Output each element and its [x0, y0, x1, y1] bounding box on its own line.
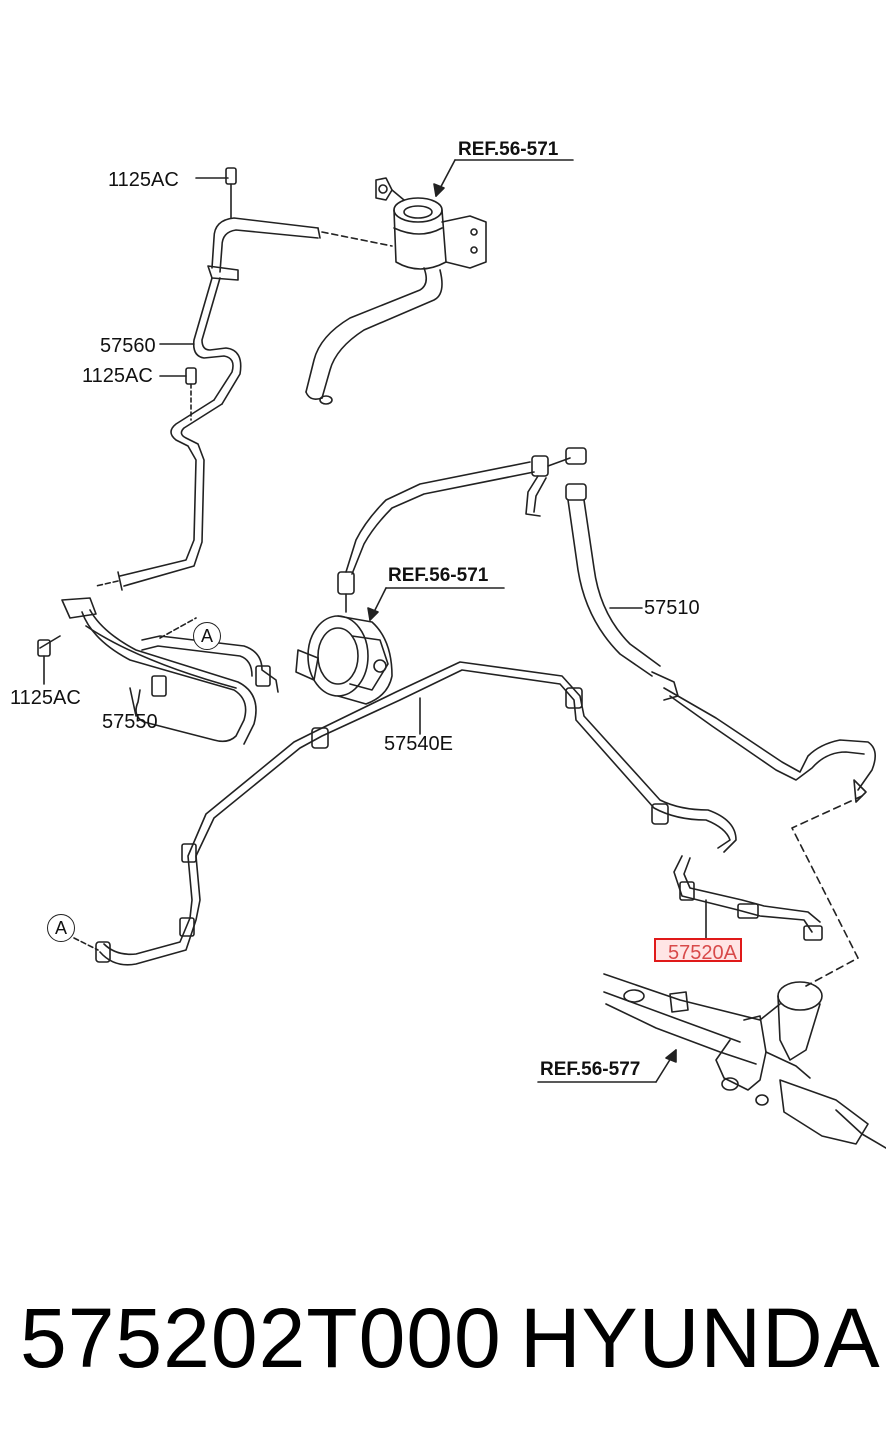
caption-brand: HYUNDAI [520, 1291, 886, 1385]
ref-label-pump: REF.56-571 [388, 565, 489, 586]
marker-a-upper: A [193, 622, 221, 650]
ref-label-gear: REF.56-577 [540, 1059, 641, 1080]
bolt-label-left: 1125AC [10, 687, 81, 709]
ref-label-reservoir: REF.56-571 [458, 139, 559, 160]
ref-leader-gear [537, 1049, 677, 1083]
caption-part-number: 575202T000 [20, 1291, 502, 1385]
pump-drawing [295, 447, 587, 705]
hose-57510-drawing [565, 483, 876, 803]
dashed-connectors [791, 795, 863, 987]
ref-leader-pump [367, 587, 505, 621]
hose-57560-drawing [95, 167, 393, 591]
tube-label-57520a: 57520A [668, 942, 737, 964]
hose-label-57560: 57560 [100, 335, 156, 357]
hose-label-57510: 57510 [644, 597, 700, 619]
tube-label-57540e: 57540E [384, 733, 453, 755]
steering-gear-drawing [603, 973, 886, 1149]
tube-57520a-drawing [673, 855, 823, 941]
cooler-label-57550: 57550 [102, 711, 158, 733]
bolt-label-top: 1125AC [108, 169, 179, 191]
cooler-57550-drawing [37, 597, 279, 745]
part-highlight-box [654, 938, 742, 962]
ref-leader-reservoir [433, 159, 574, 197]
tube-57540e-drawing [73, 661, 737, 966]
bolt-label-mid: 1125AC [82, 365, 153, 387]
marker-a-lower: A [47, 914, 75, 942]
reservoir-drawing [305, 177, 487, 405]
